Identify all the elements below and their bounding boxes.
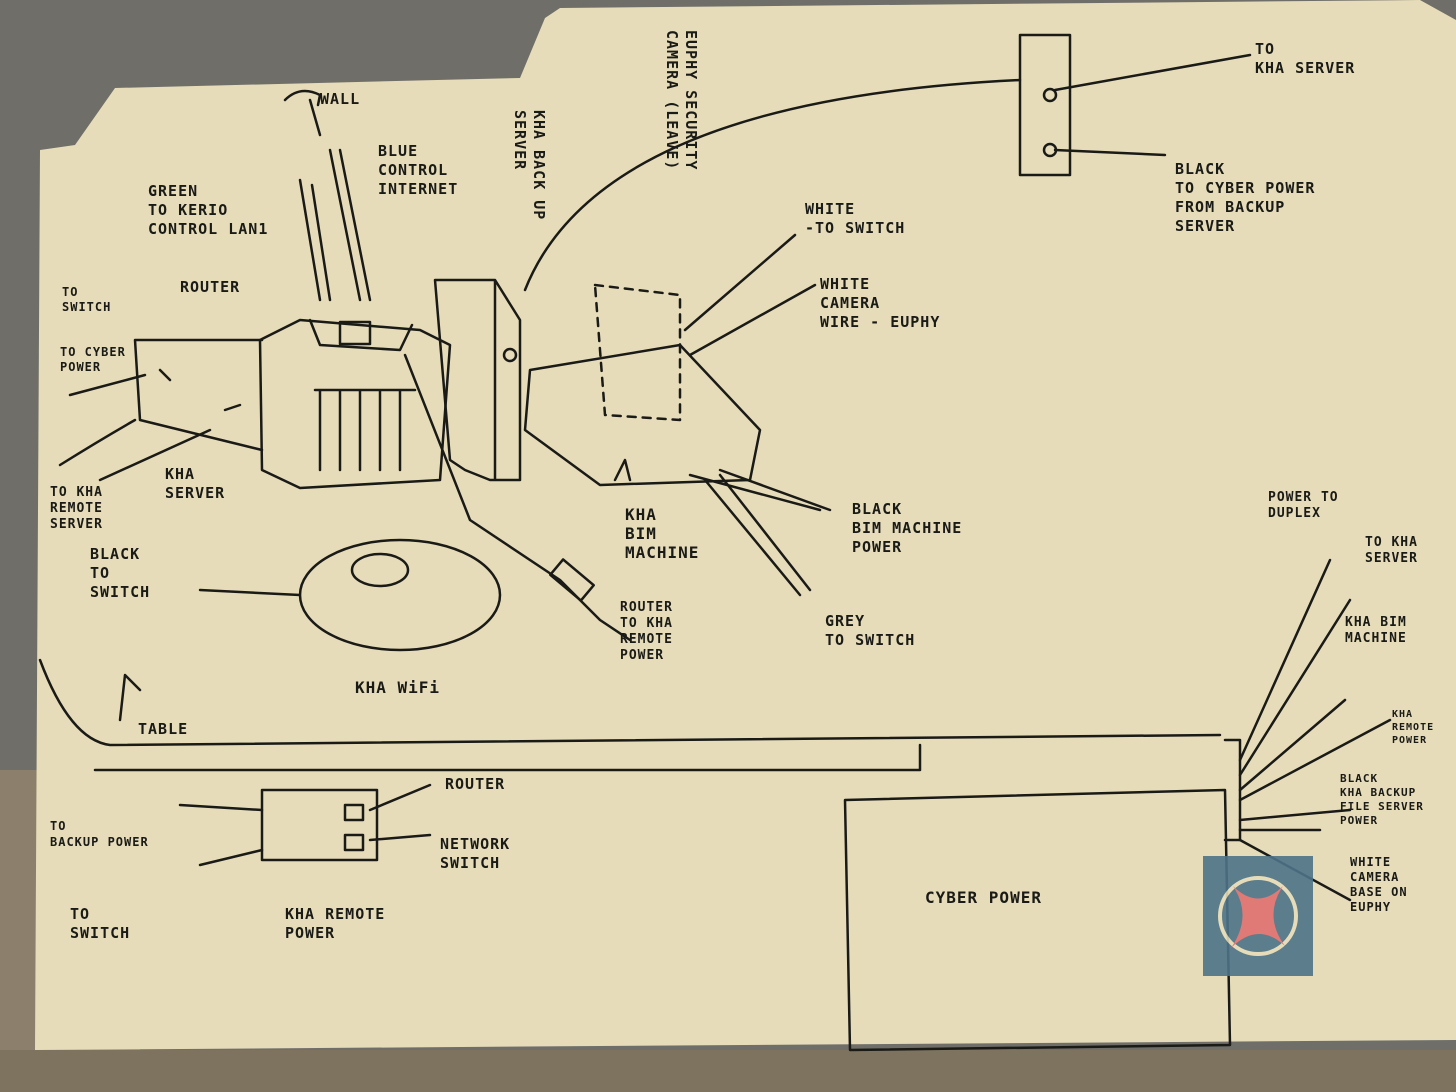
table-edge [38, 658, 1222, 772]
label-power-to-duplex: POWER TO DUPLEX [1268, 490, 1339, 521]
label-router: ROUTER [180, 278, 241, 296]
router-vents [313, 388, 417, 472]
router-remote-cable [403, 353, 632, 642]
label-wall: WALL [320, 90, 361, 108]
table-arrow [118, 673, 142, 722]
label-to-kha-server-right: TO KHA SERVER [1365, 535, 1418, 566]
label-backup-server: KHA BACK UP SERVER [511, 110, 548, 221]
label-to-backup-power: TO BACKUP POWER [50, 819, 149, 849]
label-to-remote-server: TO KHA REMOTE SERVER [50, 485, 103, 532]
label-kha-wifi: KHA WiFi [355, 678, 441, 697]
label-black-bim-power: BLACK BIM MACHINE POWER [852, 500, 963, 556]
wifi-puck-top [350, 552, 410, 588]
remote-port-2 [343, 833, 365, 852]
left-cables [58, 373, 212, 482]
label-to-switch-left: TO SWITCH [62, 285, 112, 314]
label-blue-internet: BLUE CONTROL INTERNET [378, 142, 459, 198]
label-network-switch: NETWORK SWITCH [440, 835, 511, 872]
backup-server-tower [433, 278, 522, 482]
bim-arrow [613, 458, 632, 482]
router-top [308, 318, 414, 352]
label-black-backup-right: BLACK KHA BACKUP FILE SERVER POWER [1340, 772, 1424, 827]
inline-connector [549, 558, 595, 602]
right-cables [1238, 558, 1392, 902]
remote-port-1 [343, 803, 365, 822]
label-cyber-power: CYBER POWER [925, 888, 1042, 907]
bim-camera-dashed [593, 283, 682, 422]
wall-jack [1018, 33, 1072, 177]
label-kha-bim-machine-right: KHA BIM MACHINE [1345, 615, 1407, 646]
label-black-to-switch: BLACK TO SWITCH [90, 545, 151, 601]
server-power-button [502, 347, 518, 363]
router-port [338, 320, 372, 346]
label-to-kha-server-top: TO KHA SERVER [1255, 40, 1356, 77]
to-switch-cable [198, 588, 302, 597]
label-to-switch-bottom: TO SWITCH [70, 905, 131, 942]
label-grey-to-switch: GREY TO SWITCH [825, 612, 916, 649]
label-bim-machine: KHA BIM MACHINE [625, 505, 700, 562]
label-kha-remote-power: KHA REMOTE POWER [285, 905, 386, 942]
label-kha-remote-power-right: KHA REMOTE POWER [1392, 709, 1435, 746]
label-to-cyber-power-left: TO CYBER POWER [60, 345, 126, 374]
label-black-cyber-power: BLACK TO CYBER POWER FROM BACKUP SERVER [1175, 160, 1316, 235]
bim-power-cable [688, 468, 832, 512]
camera-cable-curve [523, 78, 1022, 292]
cyber-power-box [843, 788, 1232, 1052]
white-camera-cable [683, 233, 817, 357]
label-kha-server: KHA SERVER [165, 465, 226, 502]
label-white-camera-wire: WHITE CAMERA WIRE - EUPHY [820, 275, 941, 331]
label-white-camera-base: WHITE CAMERA BASE ON EUPHY [1350, 855, 1408, 914]
label-green-lan: GREEN TO KERIO CONTROL LAN1 [148, 182, 269, 238]
label-table: TABLE [138, 720, 189, 738]
wall-jack-port-top [1042, 87, 1058, 103]
wall-plug-icon [283, 89, 322, 137]
grey-switch-cable [703, 473, 812, 597]
label-router-bottom: ROUTER [445, 775, 506, 793]
folder-paper [35, 0, 1456, 1050]
label-router-to-kha-remote: ROUTER TO KHA REMOTE POWER [620, 600, 673, 663]
floor-bottom [0, 1050, 1456, 1092]
label-security-camera: EUPHY SECURITY CAMERA (LEAVE) [663, 30, 700, 171]
watermark-logo [1203, 856, 1313, 976]
remote-cables [178, 783, 432, 867]
label-white-to-switch: WHITE -TO SWITCH [805, 200, 906, 237]
jack-cables [1053, 53, 1252, 157]
remote-power-box [260, 788, 379, 862]
blue-cable [328, 148, 372, 302]
left-power-box [133, 338, 264, 452]
green-cable [298, 178, 332, 302]
